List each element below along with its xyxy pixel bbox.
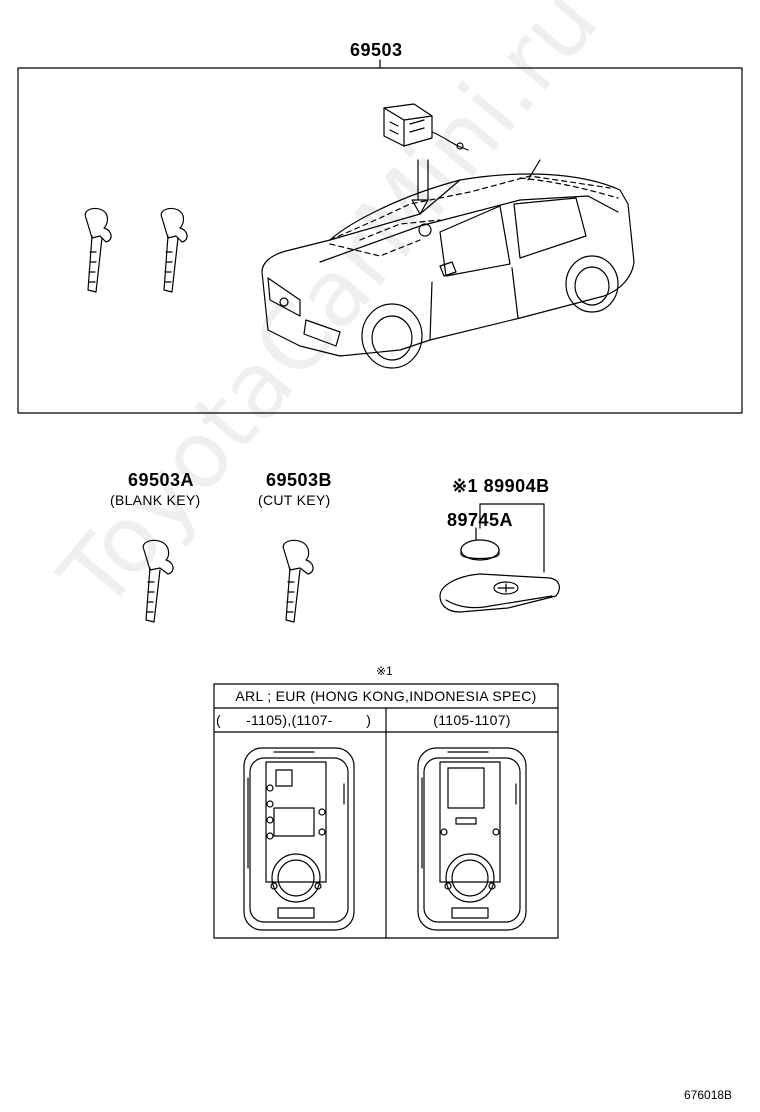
circuit-board-left — [243, 747, 355, 931]
remote-transmitter-illustration — [439, 573, 560, 613]
blank-key-description: (BLANK KEY) — [110, 492, 201, 508]
key-illustration-2 — [160, 207, 188, 293]
table-col2-header: (1105-1107) — [433, 712, 511, 728]
cut-key-part-number: 69503B — [266, 470, 333, 490]
table-note-mark: ※1 — [376, 664, 393, 678]
key-illustration-1 — [84, 207, 112, 293]
battery-part-number: 89745A — [447, 510, 514, 530]
car-illustration — [261, 159, 635, 369]
diagram-id: 676018B — [684, 1088, 733, 1102]
blank-key-illustration — [142, 539, 174, 623]
cut-key-illustration — [282, 539, 314, 623]
table-header: ARL ; EUR (HONG KONG,INDONESIA SPEC) — [235, 688, 537, 704]
circuit-board-right — [417, 747, 527, 931]
table-col1-header: ( -1105),(1107- ) — [216, 712, 372, 728]
blank-key-part-number: 69503A — [128, 470, 195, 490]
cut-key-description: (CUT KEY) — [258, 492, 331, 508]
ignition-module — [383, 103, 469, 151]
assembly-part-number: 69503 — [350, 40, 403, 60]
remote-part-number: ※1 89904B — [452, 476, 550, 496]
battery-illustration — [460, 539, 500, 561]
